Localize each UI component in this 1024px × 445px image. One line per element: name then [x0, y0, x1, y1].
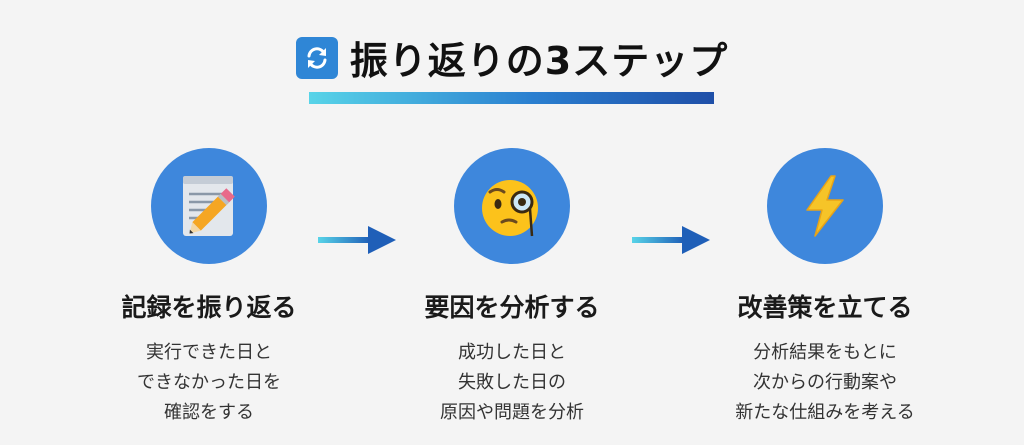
description-line: できなかった日を [137, 372, 281, 393]
title-underline [309, 92, 714, 104]
step-circle [454, 148, 570, 264]
arrow-right-icon [632, 226, 710, 254]
refresh-icon [295, 36, 338, 79]
description-line: 新たな仕組みを考える [735, 402, 915, 423]
memo-pencil-icon [183, 176, 235, 236]
step-title: 要因を分析する [424, 293, 600, 322]
description-line: 成功した日と [458, 342, 566, 363]
description-line: 分析結果をもとに [753, 342, 897, 363]
step-circle [151, 148, 267, 264]
lightning-icon [806, 175, 844, 237]
monocle-face-icon [482, 180, 538, 237]
title-bar: 振り返りの3ステップ [0, 30, 1024, 85]
step-improve: 改善策を立てる 分析結果をもとに 次からの行動案や 新たな仕組みを考える [695, 148, 955, 428]
description-line: 失敗した日の [458, 372, 566, 393]
page-title: 振り返りの3ステップ [349, 39, 729, 83]
description-line: 確認をする [164, 402, 254, 423]
step-record: 記録を振り返る 実行できた日と できなかった日を 確認をする [79, 148, 339, 428]
step-title: 記録を振り返る [121, 293, 297, 322]
step-description: 分析結果をもとに 次からの行動案や 新たな仕組みを考える [735, 338, 914, 428]
step-description: 実行できた日と できなかった日を 確認をする [137, 338, 281, 428]
step-description: 成功した日と 失敗した日の 原因や問題を分析 [440, 338, 584, 428]
step-circle [767, 148, 883, 264]
description-line: 実行できた日と [146, 342, 272, 363]
step-analyze: 要因を分析する 成功した日と 失敗した日の 原因や問題を分析 [382, 148, 642, 428]
arrow-right-icon [318, 226, 396, 254]
step-title: 改善策を立てる [737, 293, 913, 322]
description-line: 次からの行動案や [753, 372, 897, 393]
description-line: 原因や問題を分析 [440, 402, 584, 423]
